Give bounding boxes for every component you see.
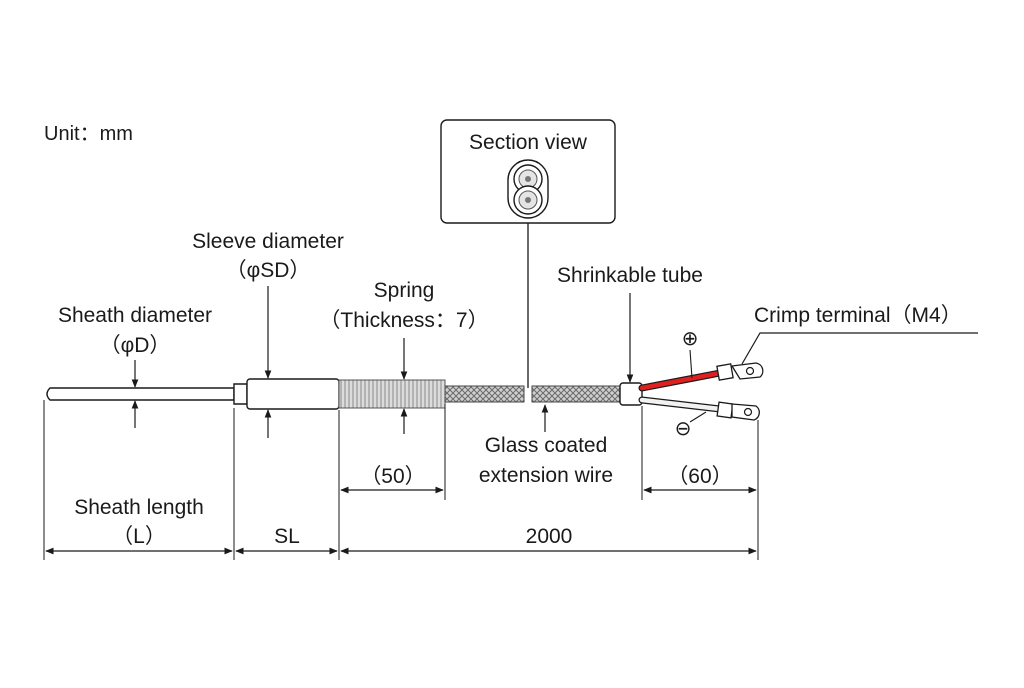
spring-length-value: （50） — [360, 465, 425, 488]
section-view-title: Section view — [469, 131, 588, 154]
sheath-diameter-label: Sheath diameter — [58, 304, 212, 327]
spring — [338, 379, 446, 409]
crimp-terminal-leader — [741, 332, 978, 365]
shrinkable-tube-label: Shrinkable tube — [557, 264, 703, 287]
sleeve-diameter-symbol: （φSD） — [226, 259, 311, 282]
glass-coated-extension-wire — [444, 385, 621, 403]
glass-coated-label-line2: extension wire — [479, 464, 613, 487]
positive-leader — [689, 349, 693, 379]
sheath — [46, 387, 235, 401]
crimp-terminal-positive — [716, 362, 764, 381]
sheath-length-label-line1: Sheath length — [74, 496, 204, 519]
shrinkable-tube — [619, 382, 643, 406]
spring-label: Spring — [374, 279, 435, 302]
positive-symbol: ⊕ — [682, 328, 699, 350]
lead-wires — [638, 369, 724, 413]
crimp-terminal-negative — [716, 401, 760, 421]
extension-lines — [43, 400, 759, 560]
negative-leader — [689, 411, 707, 423]
cable-length-value: 2000 — [526, 525, 573, 548]
sleeve-diameter-label: Sleeve diameter — [192, 230, 344, 253]
crimp-terminal-label: Crimp terminal（M4） — [754, 304, 962, 327]
sheath-diameter-symbol: （φD） — [100, 334, 171, 357]
lead-length-value: （60） — [667, 465, 732, 488]
sheath-length-label-line2: （L） — [112, 525, 166, 548]
section-view: Section view — [440, 119, 616, 388]
glass-coated-label-line1: Glass coated — [485, 434, 608, 457]
negative-symbol: ⊖ — [675, 418, 692, 440]
section-view-icon — [507, 159, 549, 219]
spring-thickness-label: （Thickness：7） — [319, 309, 488, 332]
sleeve-length-value: SL — [274, 525, 300, 548]
unit-label: Unit：mm — [44, 123, 133, 145]
sleeve — [233, 378, 340, 410]
